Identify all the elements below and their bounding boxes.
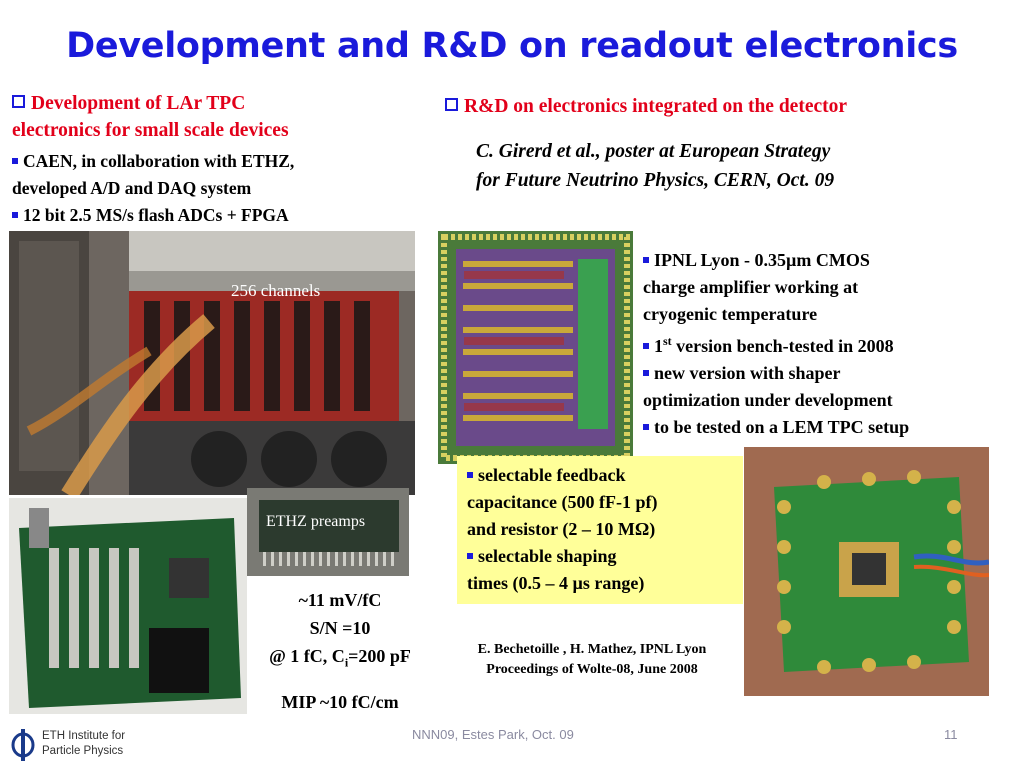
- box-bullet1-line2: capacitance (500 fF-1 pf): [467, 492, 658, 512]
- right-bullets: IPNL Lyon - 0.35µm CMOS charge amplifier…: [643, 250, 910, 437]
- box-bullet2-line1: selectable shaping: [478, 546, 617, 566]
- test-board-photo: [744, 447, 989, 696]
- square-bullet-icon: [643, 257, 649, 263]
- right-bullet1-line1: IPNL Lyon - 0.35µm CMOS: [654, 250, 870, 270]
- credit-line2: Proceedings of Wolte-08, June 2008: [486, 662, 698, 677]
- square-bullet-icon: [12, 212, 18, 218]
- chip-layout-image: [438, 231, 633, 464]
- spec-signal-noise: S/N =10: [309, 618, 371, 638]
- slide-title: Development and R&D on readout electroni…: [66, 26, 958, 66]
- square-bullet-icon: [467, 472, 473, 478]
- left-bullet1-line2: developed A/D and DAQ system: [12, 178, 252, 198]
- ethz-preamps-photo: ETHZ preamps: [247, 488, 409, 576]
- spec-mip: MIP ~10 fC/cm: [281, 692, 399, 712]
- reference-line2: for Future Neutrino Physics, CERN, Oct. …: [476, 170, 835, 191]
- right-heading: R&D on electronics integrated on the det…: [445, 96, 847, 118]
- credit-line1: E. Bechetoille , H. Mathez, IPNL Lyon: [477, 642, 707, 657]
- reference-line1: C. Girerd et al., poster at European Str…: [476, 141, 831, 162]
- phi-logo-icon: [11, 729, 35, 761]
- left-bullet2: 12 bit 2.5 MS/s flash ADCs + FPGA: [23, 205, 289, 225]
- square-bullet-icon: [467, 553, 473, 559]
- right-bullet3-line2: optimization under development: [643, 390, 893, 410]
- footer-event: NNN09, Estes Park, Oct. 09: [412, 727, 574, 742]
- box-bullet1-line3: and resistor (2 – 10 MΩ): [467, 519, 656, 539]
- credit-citation: E. Bechetoille , H. Mathez, IPNL Lyon Pr…: [446, 640, 738, 680]
- left-heading-line2: electronics for small scale devices: [12, 120, 289, 141]
- eth-logo: ETH Institute for Particle Physics: [10, 727, 150, 763]
- right-bullet1-line2: charge amplifier working at: [643, 277, 859, 297]
- right-bullet4: to be tested on a LEM TPC setup: [654, 417, 910, 437]
- preamp-specs: ~11 mV/fC S/N =10 @ 1 fC, Ci=200 pF: [250, 586, 430, 677]
- right-heading-text: R&D on electronics integrated on the det…: [464, 96, 848, 117]
- spec-sensitivity: ~11 mV/fC: [298, 590, 382, 610]
- right-bullet1-line3: cryogenic temperature: [643, 304, 818, 324]
- box-bullet1-line1: selectable feedback: [478, 465, 626, 485]
- left-bullet1-line1: CAEN, in collaboration with ETHZ,: [23, 151, 295, 171]
- reference-citation: C. Girerd et al., poster at European Str…: [476, 137, 834, 195]
- square-bullet-icon: [12, 158, 18, 164]
- eth-logo-text: ETH Institute for Particle Physics: [42, 730, 126, 757]
- checkbox-bullet-icon: [445, 98, 458, 111]
- spec-capacitance: @ 1 fC, Ci=200 pF: [269, 646, 411, 670]
- adc-board-photo: [9, 498, 247, 714]
- caen-crate-photo: 256 channels: [9, 231, 415, 495]
- photo-caption-ethz-preamps: ETHZ preamps: [266, 513, 366, 530]
- left-heading-line1: Development of LAr TPC: [31, 93, 246, 114]
- box-bullet2-line2: times (0.5 – 4 µs range): [467, 573, 645, 593]
- feature-highlight-box: selectable feedback capacitance (500 fF-…: [457, 456, 743, 604]
- square-bullet-icon: [643, 343, 649, 349]
- right-bullet3-line1: new version with shaper: [654, 363, 841, 383]
- left-bullets: CAEN, in collaboration with ETHZ, develo…: [12, 148, 294, 229]
- square-bullet-icon: [643, 370, 649, 376]
- photo-caption-256-channels: 256 channels: [231, 281, 321, 300]
- checkbox-bullet-icon: [12, 95, 25, 108]
- left-heading: Development of LAr TPC electronics for s…: [12, 90, 289, 144]
- square-bullet-icon: [643, 424, 649, 430]
- page-number: 11: [944, 727, 958, 742]
